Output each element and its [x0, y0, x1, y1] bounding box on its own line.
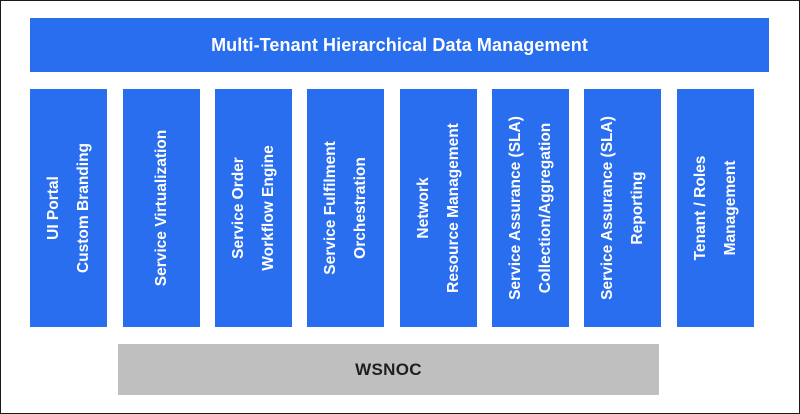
column-label-line: Service Assurance (SLA)	[506, 116, 524, 300]
top-layer-block: Multi-Tenant Hierarchical Data Managemen…	[30, 18, 769, 72]
column-label-line: Management	[721, 160, 739, 256]
column-label-line: Service Order	[229, 157, 247, 259]
top-layer-label: Multi-Tenant Hierarchical Data Managemen…	[211, 34, 588, 55]
column-sla-collection: Service Assurance (SLA) Collection/Aggre…	[492, 89, 569, 327]
column-label-line: Network	[414, 177, 432, 239]
column-label-line: Service Virtualization	[152, 129, 170, 287]
column-tenant-roles: Tenant / Roles Management	[677, 89, 754, 327]
column-label: Service Assurance (SLA) Collection/Aggre…	[501, 94, 561, 322]
bottom-layer-label: WSNOC	[355, 359, 422, 379]
column-label-line: UI Portal	[44, 176, 62, 240]
column-label-line: Collection/Aggregation	[536, 122, 554, 294]
column-label-line: Orchestration	[351, 157, 369, 259]
column-label-line: Workflow Engine	[259, 145, 277, 271]
column-label-line: Tenant / Roles	[691, 155, 709, 261]
column-service-virtualization: Service Virtualization	[123, 89, 200, 327]
column-label: Service Assurance (SLA) Reporting	[593, 94, 653, 322]
column-service-fulfilment: Service Fulfilment Orchestration	[307, 89, 384, 327]
column-network-resource: Network Resource Management	[400, 89, 477, 327]
column-ui-portal: UI Portal Custom Branding	[30, 89, 107, 327]
bottom-layer-block: WSNOC	[118, 344, 659, 395]
column-label-line: Service Fulfilment	[321, 141, 339, 275]
column-label: Tenant / Roles Management	[686, 94, 746, 322]
column-label: Service Order Workflow Engine	[224, 94, 284, 322]
column-service-order: Service Order Workflow Engine	[215, 89, 292, 327]
column-label-line: Resource Management	[444, 123, 462, 293]
column-label-line: Custom Branding	[74, 142, 92, 274]
column-label-line: Reporting	[628, 171, 646, 245]
column-label: Service Fulfilment Orchestration	[316, 94, 376, 322]
column-label: Network Resource Management	[409, 94, 469, 322]
column-sla-reporting: Service Assurance (SLA) Reporting	[584, 89, 661, 327]
column-label-line: Service Assurance (SLA)	[598, 116, 616, 300]
column-label: UI Portal Custom Branding	[39, 94, 99, 322]
column-label: Service Virtualization	[147, 94, 177, 322]
